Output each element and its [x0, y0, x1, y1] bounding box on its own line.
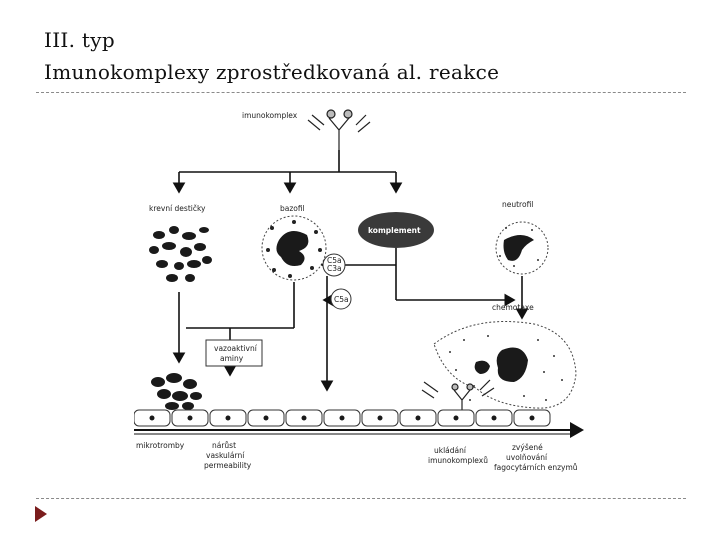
label-narust-2: vaskulární	[206, 451, 245, 460]
slide-title-line-2: Imunokomplexy zprostředkovaná al. reakce	[44, 60, 500, 84]
complement-icon	[358, 212, 434, 248]
top-divider	[36, 92, 686, 93]
immune-complex-icon	[307, 109, 371, 150]
bottom-divider	[36, 498, 686, 499]
triangle-bullet-icon	[35, 506, 47, 522]
label-aminy: aminy	[220, 354, 244, 363]
label-vazoaktivni: vazoaktivní	[214, 344, 258, 353]
label-ukladani-2: imunokomplexů	[428, 456, 488, 465]
hypersensitivity-type-iii-diagram: imunokomplex krevní destičky bazofil neu…	[134, 109, 584, 472]
label-zvysene-1: zvýšené	[512, 443, 543, 452]
label-zvysene-3: fagocytárních enzymů	[494, 463, 578, 472]
label-neutrofil: neutrofil	[502, 200, 533, 209]
vasoactive-amines-box	[205, 339, 263, 367]
label-zvysene-2: uvolňování	[506, 453, 548, 462]
label-narust-1: nárůst	[212, 441, 236, 450]
label-chemotaxe: chemotaxe	[492, 303, 534, 312]
label-bazofil: bazofil	[280, 204, 305, 213]
basophil-icon	[261, 215, 327, 281]
label-komplement: komplement	[368, 226, 421, 235]
slide-title-line-1: III. typ	[44, 28, 115, 52]
c5a-badge	[330, 288, 352, 310]
label-c5a-2: C5a	[334, 295, 349, 304]
label-narust-3: permeability	[204, 461, 252, 470]
label-c5a-1: C5a	[327, 256, 342, 265]
neutrophil-icon	[495, 221, 549, 275]
deposited-complex-icon	[421, 379, 495, 416]
platelets-icon	[149, 226, 212, 282]
label-mikrotromby: mikrotromby	[136, 441, 185, 450]
label-imunokomplex: imunokomplex	[242, 111, 298, 120]
phagocyte-cell-icon	[433, 321, 577, 409]
label-krevni-desticky: krevní destičky	[149, 204, 206, 213]
label-c3a: C3a	[327, 264, 342, 273]
label-ukladani-1: ukládání	[434, 446, 467, 455]
microthrombi-icon	[151, 373, 202, 410]
c5a-c3a-badge	[322, 253, 346, 277]
